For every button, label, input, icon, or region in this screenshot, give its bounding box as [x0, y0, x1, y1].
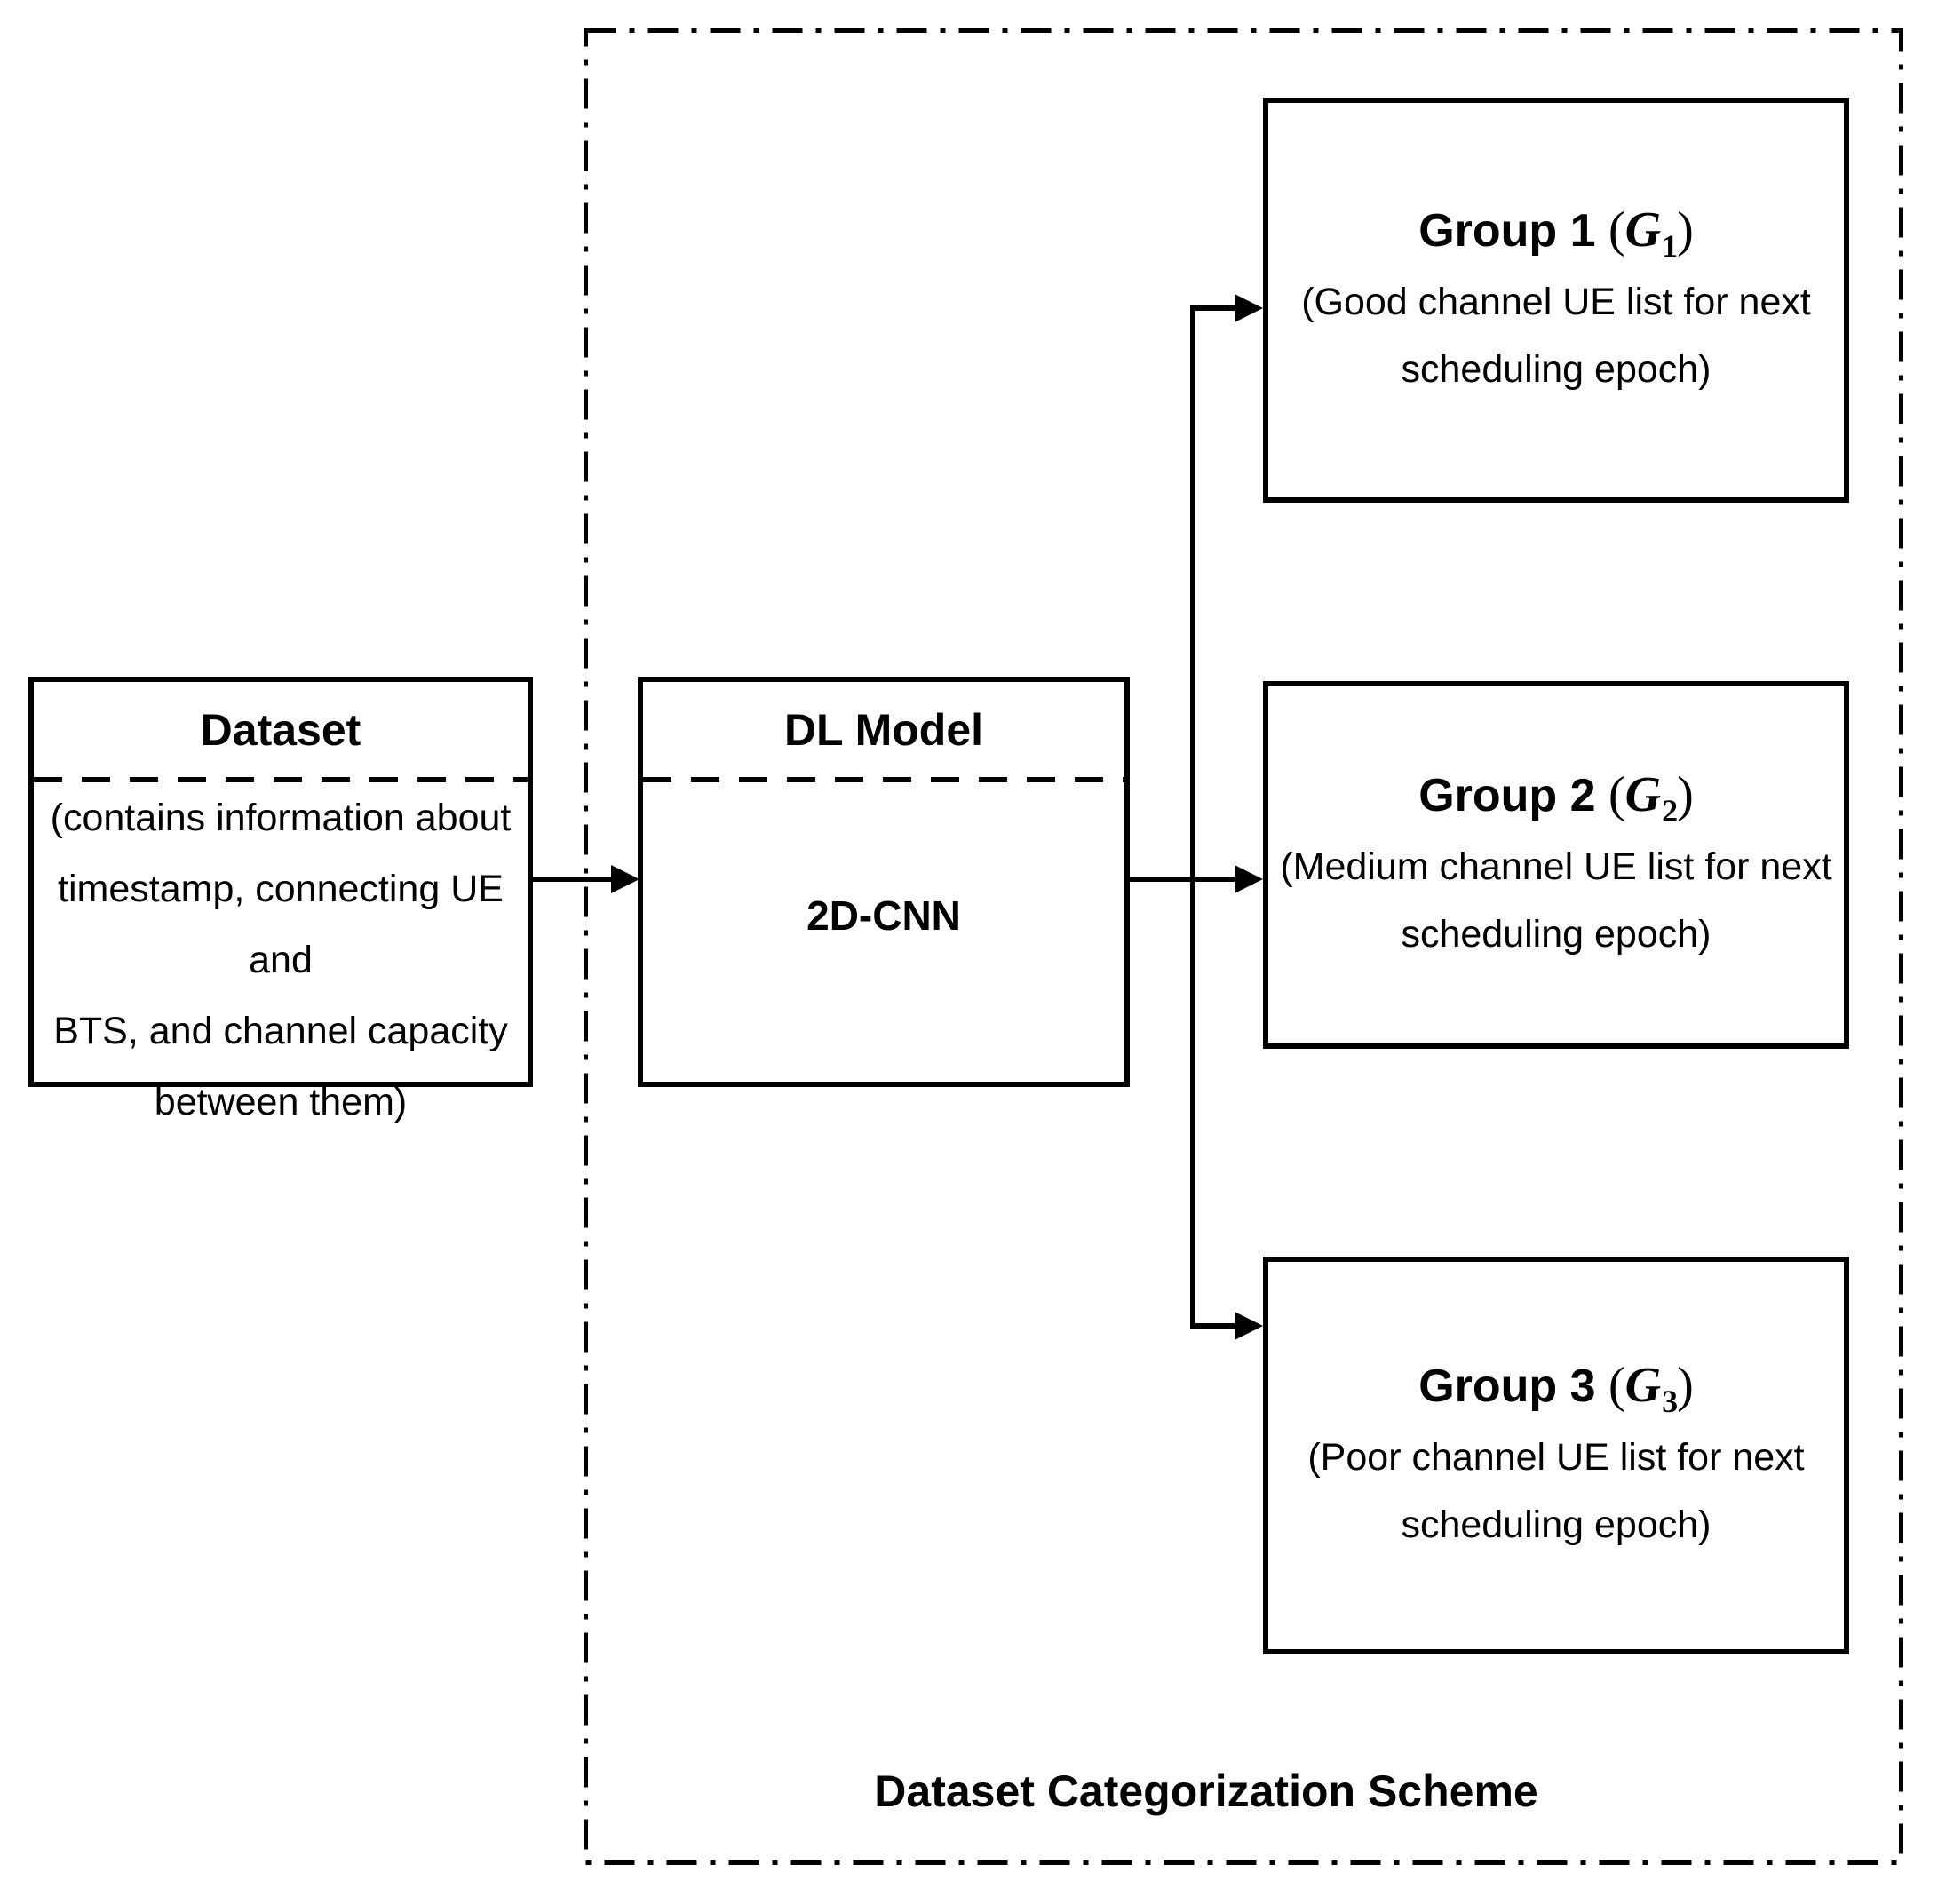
- group1-paren-open: (: [1608, 202, 1625, 258]
- group1-label: Group 1: [1418, 205, 1596, 257]
- group3-description: (Poor channel UE list for next schedulin…: [1307, 1424, 1804, 1559]
- scheme-caption: Dataset Categorization Scheme: [874, 1766, 1538, 1816]
- group2-label: Group 2: [1418, 770, 1596, 821]
- group1-desc-line: scheduling epoch): [1401, 348, 1712, 391]
- group2-g: G: [1624, 767, 1662, 822]
- dl-model-box: DL Model 2D-CNN: [638, 677, 1130, 1087]
- group2-paren-close: ): [1677, 767, 1694, 822]
- group1-desc-line: (Good channel UE list for next: [1301, 281, 1811, 323]
- group3-desc-line: (Poor channel UE list for next: [1307, 1436, 1805, 1479]
- arrowhead-group2: [1235, 865, 1263, 893]
- group3-g: G: [1624, 1358, 1662, 1413]
- dashdot-frame: [584, 28, 1903, 1865]
- dataset-title-band: Dataset: [34, 682, 528, 777]
- group2-title: Group 2 (G2): [1418, 762, 1694, 833]
- group3-paren-open: (: [1608, 1358, 1625, 1413]
- group2-desc-line: scheduling epoch): [1401, 913, 1712, 956]
- arrowhead-group3: [1235, 1312, 1263, 1340]
- group1-title: Group 1 (G1): [1418, 197, 1694, 268]
- group1-g: G: [1624, 202, 1662, 258]
- group2-paren-open: (: [1608, 767, 1625, 822]
- dataset-description-line: between them): [154, 1081, 408, 1123]
- dataset-description-line: timestamp, connecting UE and: [58, 868, 504, 981]
- group3-title: Group 3 (G3): [1418, 1353, 1694, 1424]
- group2-desc-line: (Medium channel UE list for next: [1280, 845, 1832, 888]
- dl-model-title: DL Model: [783, 704, 984, 755]
- arrowhead-dataset-to-dlmodel: [611, 865, 639, 893]
- group1-box: Group 1 (G1) (Good channel UE list for n…: [1263, 98, 1849, 503]
- dl-model-name: 2D-CNN: [806, 892, 961, 939]
- dl-model-separator: [643, 777, 1124, 782]
- group3-subscript: 3: [1662, 1384, 1679, 1419]
- group3-paren-close: ): [1677, 1358, 1694, 1413]
- group1-description: (Good channel UE list for next schedulin…: [1301, 268, 1811, 403]
- dataset-title: Dataset: [200, 704, 361, 755]
- group3-desc-line: scheduling epoch): [1401, 1503, 1712, 1546]
- group1-symbol: (G1): [1608, 202, 1694, 264]
- dataset-description: (contains information about timestamp, c…: [34, 782, 528, 1138]
- group3-box: Group 3 (G3) (Poor channel UE list for n…: [1263, 1257, 1849, 1654]
- dataset-description-line: BTS, and channel capacity: [53, 1010, 508, 1052]
- group3-symbol: (G3): [1608, 1358, 1694, 1419]
- arrowhead-group1: [1235, 294, 1263, 322]
- group2-box: Group 2 (G2) (Medium channel UE list for…: [1263, 681, 1849, 1049]
- group2-subscript: 2: [1662, 793, 1679, 829]
- dataset-description-line: (contains information about: [50, 797, 512, 839]
- group1-subscript: 1: [1662, 228, 1679, 264]
- group2-symbol: (G2): [1608, 767, 1694, 829]
- group3-label: Group 3: [1418, 1361, 1596, 1412]
- group1-paren-close: ): [1677, 202, 1694, 258]
- dataset-box: Dataset (contains information about time…: [28, 677, 533, 1123]
- dl-model-body: 2D-CNN: [643, 782, 1124, 1082]
- dl-model-title-band: DL Model: [643, 682, 1124, 777]
- dataset-separator: [34, 777, 528, 782]
- group2-description: (Medium channel UE list for next schedul…: [1280, 833, 1831, 968]
